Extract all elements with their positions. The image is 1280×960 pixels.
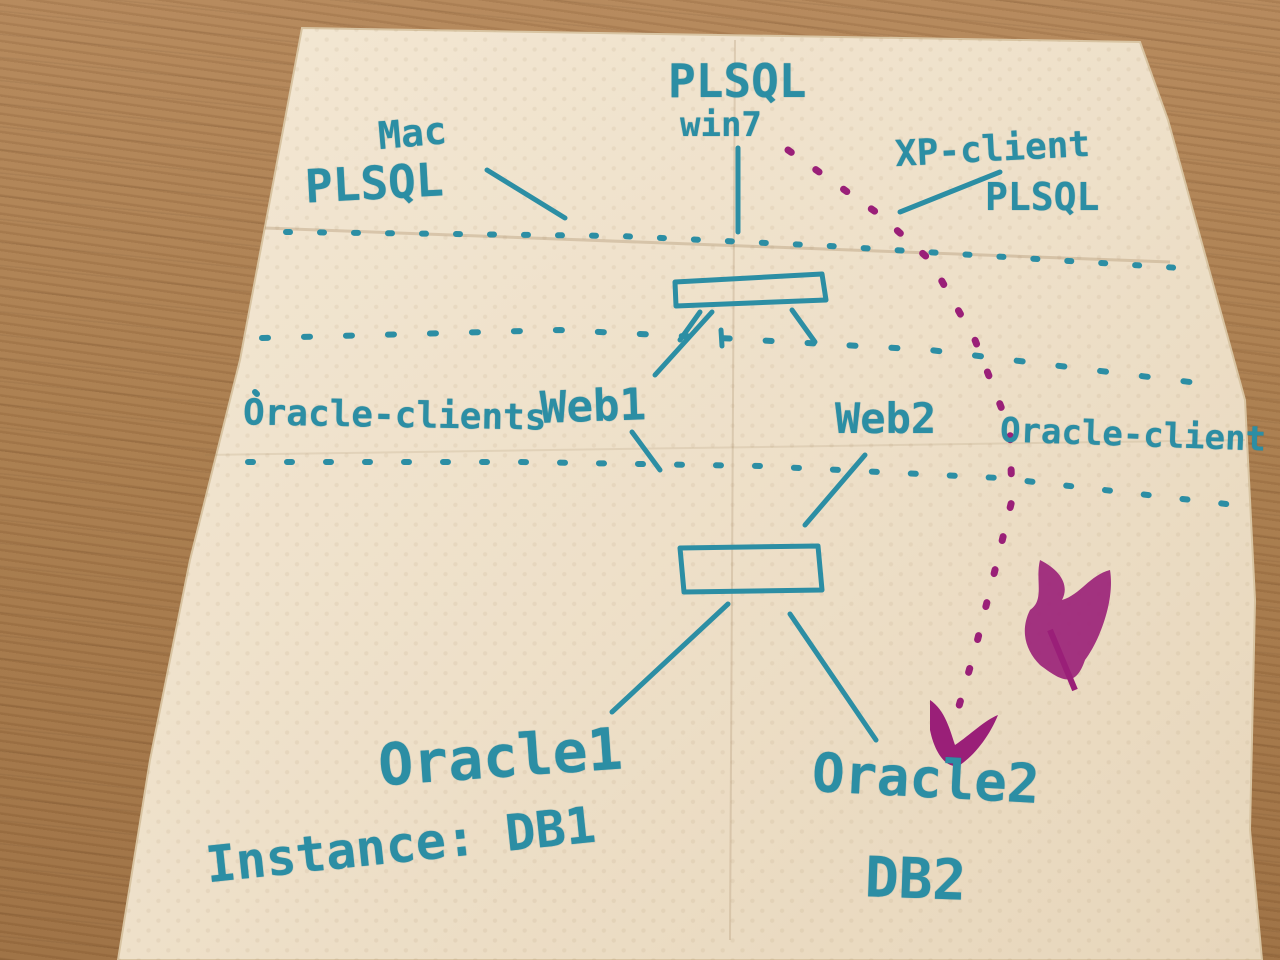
magenta-dotted-path xyxy=(784,146,1016,724)
win7-client-label: PLSQL xyxy=(668,58,806,104)
dotted-separator-lower-mid xyxy=(245,389,1238,508)
load-balancer-box-bottom xyxy=(609,543,879,743)
win7-client-label-os: win7 xyxy=(680,108,762,142)
fold-crease-vertical xyxy=(729,39,736,941)
xp-client-line2: PLSQL xyxy=(985,175,1100,219)
oracle2-label: Oracle2 xyxy=(810,741,1042,816)
mac-client-label: Mac xyxy=(359,108,449,159)
xp-client-label-plsql: PLSQL xyxy=(985,178,1099,216)
load-balancer-box-top xyxy=(652,271,829,378)
mac-client-line2: PLSQL xyxy=(303,152,445,214)
connectors-middle xyxy=(629,429,868,528)
web1-label: Web1 xyxy=(539,379,647,434)
oracle-clients-left-label: Oracle-clients xyxy=(242,392,547,439)
win7-client-line1: PLSQL xyxy=(668,54,807,108)
mac-client-label-plsql: PLSQL xyxy=(304,152,445,213)
fold-crease-horizontal xyxy=(264,226,1171,264)
xp-client-label: XP-client xyxy=(894,124,1091,175)
oracle-clients-right-label: Oracle-client xyxy=(999,410,1267,460)
magenta-scribble xyxy=(930,560,1111,766)
db2-label: DB2 xyxy=(863,845,968,914)
mac-client-line1: Mac xyxy=(376,108,449,159)
oracle1-label: Oracle1 xyxy=(375,714,625,800)
win7-client-line2: win7 xyxy=(680,105,762,145)
web2-label: Web2 xyxy=(835,394,937,443)
dotted-separator-top xyxy=(283,229,1183,271)
connectors-top xyxy=(484,145,1003,235)
dotted-separator-upper-mid xyxy=(259,326,1193,385)
